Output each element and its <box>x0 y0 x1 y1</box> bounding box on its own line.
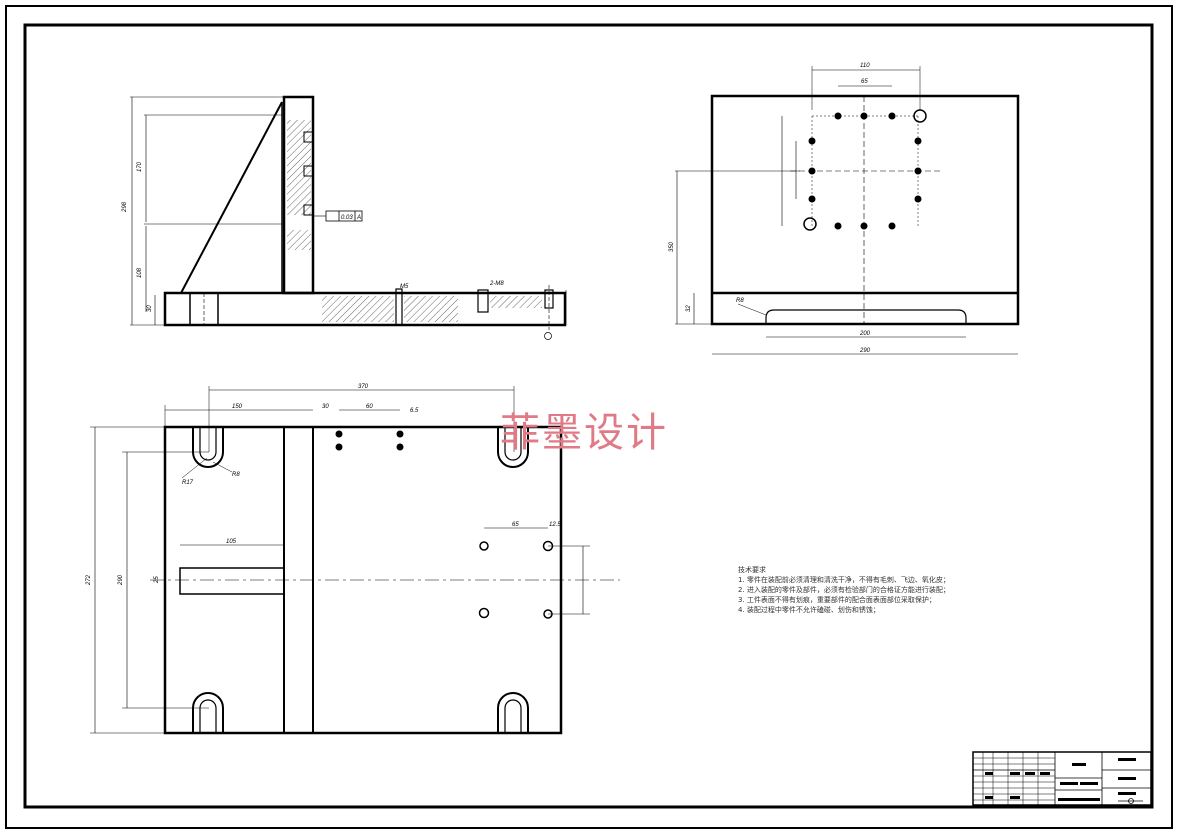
dim-elev-height: 298 <box>122 201 128 213</box>
title-block <box>972 751 1152 806</box>
dim-slot-width: 200 <box>859 331 871 337</box>
dim-plan-c: 60 <box>366 404 373 410</box>
dim-side-width: 290 <box>859 348 871 354</box>
dim-plan-inner-height: 290 <box>118 574 124 586</box>
plan-view <box>90 386 620 735</box>
notes-item-4: 4. 装配过程中零件不允许磕碰、划伤和锈蚀； <box>738 606 880 614</box>
dim-plan-total: 370 <box>358 384 369 390</box>
watermark-text: 菲墨设计 <box>500 410 668 456</box>
dim-elev-base: 30 <box>147 305 153 312</box>
hole-callout: M5 <box>400 284 409 290</box>
side-view <box>675 66 1020 355</box>
gdt-datum: A <box>356 215 361 221</box>
dim-plan-slot-width: 25 <box>154 576 160 584</box>
dim-top-inner: 65 <box>861 79 868 85</box>
notes-title: 技术要求 <box>738 566 766 574</box>
dim-side-total: 350 <box>669 241 675 252</box>
notes-item-1: 1. 零件在装配前必须清理和清洗干净，不得有毛刺、飞边、氧化皮； <box>738 576 950 584</box>
thread-callout: 2-M8 <box>489 281 504 287</box>
dim-plan-slot-len: 105 <box>226 539 237 545</box>
dim-radius-slot: R8 <box>736 298 744 304</box>
dim-radius-outer: R17 <box>182 480 194 486</box>
outer-frame <box>5 5 1173 829</box>
dim-elev-upper: 170 <box>137 161 143 172</box>
notes-item-3: 3. 工件表面不得有划痕，重要部件的配合面表面部位采取保护； <box>738 596 936 604</box>
dim-plan-d: 6.5 <box>410 408 419 414</box>
inner-frame <box>23 23 1154 809</box>
dim-plan-hole-spacing: 65 <box>512 522 519 528</box>
technical-notes: 技术要求 1. 零件在装配前必须清理和清洗干净，不得有毛刺、飞边、氧化皮； 2.… <box>738 565 950 615</box>
notes-item-2: 2. 进入装配的零件及部件，必须有检验部门的合格证方能进行装配； <box>738 586 950 594</box>
dim-elev-lower: 108 <box>137 267 143 278</box>
elevation-view <box>130 95 567 340</box>
dim-plan-a: 150 <box>232 404 243 410</box>
dim-plan-hole-offset: 12.5 <box>549 522 561 528</box>
dim-side-base: 32 <box>686 305 692 312</box>
dim-radius-inner: R8 <box>232 472 240 478</box>
dim-top-width: 110 <box>860 63 870 69</box>
dim-plan-b: 30 <box>322 404 329 410</box>
dim-plan-height: 272 <box>86 574 92 586</box>
gdt-tolerance: 0.03 <box>341 215 353 221</box>
